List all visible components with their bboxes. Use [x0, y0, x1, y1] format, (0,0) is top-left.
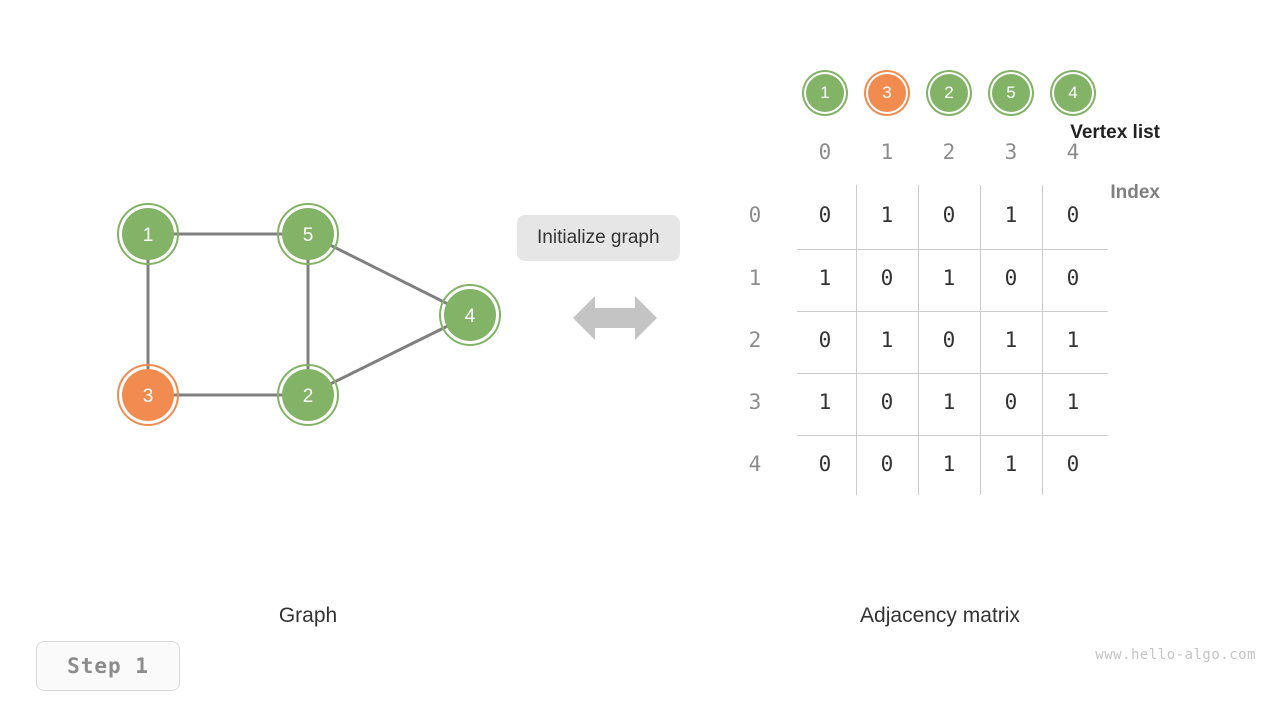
matrix-column-header: 0: [818, 140, 832, 164]
matrix-gridline-horizontal: [797, 435, 1108, 436]
graph-node-ring: [277, 203, 339, 265]
graph-edge: [307, 313, 471, 397]
matrix-cell[interactable]: 0: [1066, 266, 1080, 290]
matrix-gridline-vertical: [918, 185, 919, 495]
matrix-cell[interactable]: 1: [880, 328, 894, 352]
vertex-item-label: 1: [820, 83, 830, 102]
matrix-cell[interactable]: 1: [818, 390, 832, 414]
graph-node-label: 1: [143, 225, 154, 246]
matrix-row-header: 2: [748, 328, 762, 352]
double-arrow-icon: [573, 296, 657, 340]
graph-caption: Graph: [278, 604, 338, 627]
graph-node-label: 5: [303, 225, 314, 246]
graph-panel: 1 5 3 2 4: [0, 0, 520, 560]
vertex-item-label: 3: [882, 83, 892, 102]
matrix-row-header: 0: [748, 203, 762, 227]
matrix-cell[interactable]: 0: [1066, 452, 1080, 476]
graph-diagram: 1 5 3 2 4: [117, 203, 501, 426]
matrix-row-header: 1: [748, 266, 762, 290]
matrix-gridline-horizontal: [797, 311, 1108, 312]
matrix-column-header: 2: [942, 140, 956, 164]
vertex-item-label: 2: [944, 83, 954, 102]
graph-node-label: 2: [303, 386, 314, 407]
vertex-item-label: 4: [1068, 83, 1078, 102]
graph-node[interactable]: [122, 208, 174, 260]
matrix-cell[interactable]: 1: [1004, 328, 1018, 352]
matrix-cell[interactable]: 0: [1066, 203, 1080, 227]
matrix-gridline-horizontal: [797, 248, 1108, 250]
graph-node-ring: [117, 203, 179, 265]
vertex-list-label: Vertex list: [1070, 122, 1160, 143]
matrix-cell[interactable]: 0: [818, 328, 832, 352]
matrix-cell[interactable]: 1: [1004, 203, 1018, 227]
graph-node[interactable]: [282, 208, 334, 260]
graph-node-ring: [439, 284, 501, 346]
adjacency-matrix-panel: Vertex list Index 1 3 2 5 4 0 1 2 3 4 0 1 2 3 4 0 1 0 1…: [640, 40, 1160, 520]
matrix-cell[interactable]: 1: [818, 266, 832, 290]
matrix-cell[interactable]: 0: [1004, 266, 1018, 290]
matrix-column-header: 4: [1066, 140, 1080, 164]
matrix-cell[interactable]: 1: [942, 266, 956, 290]
matrix-cell[interactable]: 0: [880, 390, 894, 414]
graph-node-ring: [117, 364, 179, 426]
matrix-column-header: 3: [1004, 140, 1018, 164]
watermark: www.hello-algo.com: [1095, 647, 1256, 663]
matrix-gridline-vertical: [1042, 185, 1043, 495]
operation-label: Initialize graph: [517, 215, 680, 261]
graph-node-ring: [277, 364, 339, 426]
matrix-cell[interactable]: 1: [942, 452, 956, 476]
step-badge: Step 1: [36, 641, 180, 691]
matrix-gridline-vertical: [856, 185, 857, 495]
graph-node-label: 3: [143, 386, 154, 407]
index-label: Index: [1110, 182, 1160, 203]
matrix-cell[interactable]: 0: [942, 328, 956, 352]
graph-node[interactable]: [444, 289, 496, 341]
matrix-cell[interactable]: 0: [880, 266, 894, 290]
matrix-cell[interactable]: 0: [942, 203, 956, 227]
graph-node[interactable]: [122, 369, 174, 421]
matrix-cell[interactable]: 0: [880, 452, 894, 476]
matrix-cell[interactable]: 1: [1004, 452, 1018, 476]
vertex-item[interactable]: 5: [992, 74, 1030, 112]
matrix-cell[interactable]: 0: [818, 203, 832, 227]
vertex-item[interactable]: 3: [868, 74, 906, 112]
matrix-cell[interactable]: 1: [942, 390, 956, 414]
matrix-caption: Adjacency matrix: [860, 604, 1020, 627]
graph-node-label: 4: [465, 306, 476, 327]
graph-edge: [307, 232, 471, 317]
matrix-cell[interactable]: 0: [1004, 390, 1018, 414]
vertex-item[interactable]: 4: [1054, 74, 1092, 112]
matrix-cell[interactable]: 1: [1066, 390, 1080, 414]
matrix-gridline-vertical: [980, 185, 981, 495]
matrix-cell[interactable]: 1: [1066, 328, 1080, 352]
vertex-item[interactable]: 2: [930, 74, 968, 112]
graph-nodes: 1 5 3 2 4: [117, 203, 501, 426]
vertex-item-label: 5: [1006, 83, 1016, 102]
matrix-row-header: 3: [748, 390, 762, 414]
matrix-gridline-horizontal: [797, 373, 1108, 374]
matrix-column-header: 1: [880, 140, 894, 164]
vertex-item[interactable]: 1: [806, 74, 844, 112]
matrix-cell[interactable]: 0: [818, 452, 832, 476]
matrix-row-header: 4: [748, 452, 762, 476]
matrix-cell[interactable]: 1: [880, 203, 894, 227]
graph-node[interactable]: [282, 369, 334, 421]
